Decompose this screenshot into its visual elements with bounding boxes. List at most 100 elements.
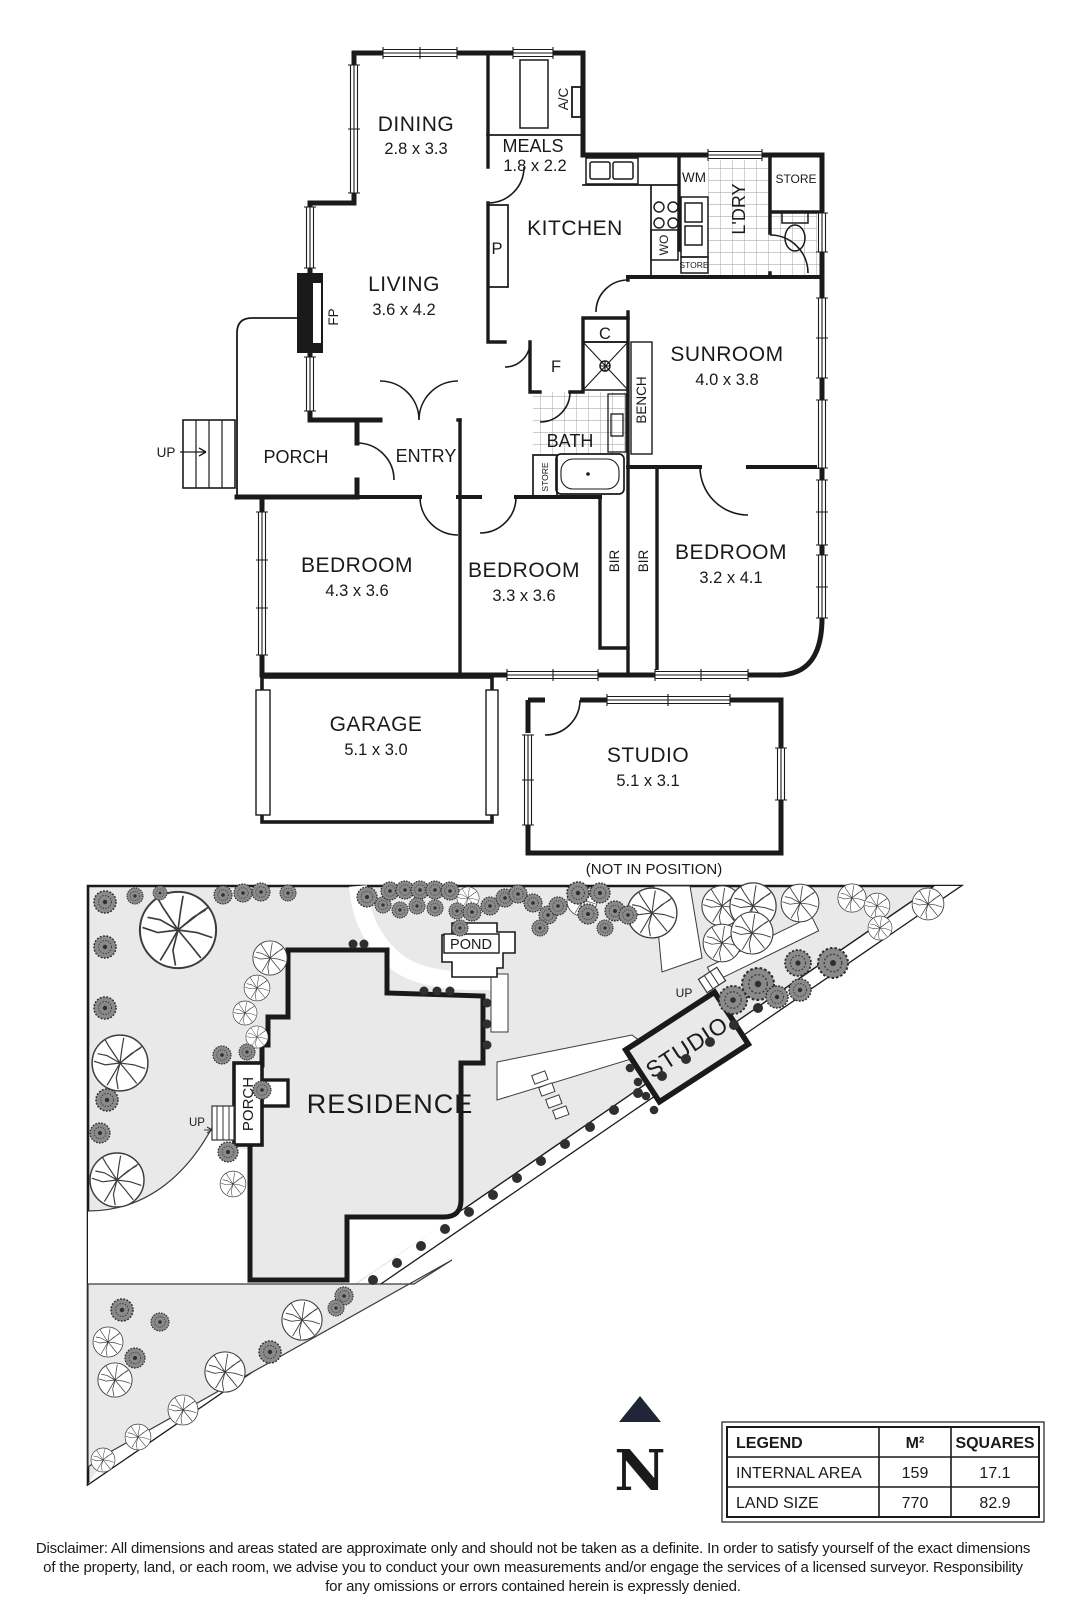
bench-unit [630, 341, 653, 455]
dim-label-bedroom1: 4.3 x 3.6 [325, 582, 388, 600]
garage-door-frame-left [255, 689, 271, 816]
bush-icon [817, 947, 849, 979]
room-label-bedroom3: BEDROOM [675, 541, 787, 564]
legend-row-land: LAND SIZE 770 82.9 [736, 1495, 1011, 1512]
bush-icon [577, 903, 599, 925]
label-bench: BENCH [634, 376, 649, 423]
dim-label-bedroom3: 3.2 x 4.1 [699, 569, 762, 587]
porch-outline [180, 317, 297, 497]
tree-icon [232, 1000, 258, 1026]
bush-icon [356, 886, 378, 908]
bath-tiles [533, 392, 628, 455]
label-closet: C [599, 325, 611, 343]
legend-header-title: LEGEND [736, 1435, 803, 1452]
sunroom-door [595, 279, 629, 313]
tree-icon [90, 1447, 116, 1473]
garage-outline [255, 675, 499, 824]
bush-icon [784, 949, 812, 977]
kitchen-sink-icon [585, 157, 639, 185]
bush-icon [426, 899, 444, 917]
label-store-laundry: STORE [679, 260, 708, 270]
bush-icon [251, 882, 271, 902]
ac-unit-icon [571, 86, 582, 118]
room-label-porch: PORCH [263, 447, 328, 467]
label-store-bath: STORE [540, 462, 550, 491]
legend-header-squares: SQUARES [955, 1435, 1034, 1452]
tree-icon [124, 1423, 152, 1451]
dim-label-dining: 2.8 x 3.3 [384, 140, 447, 158]
bath-vanity [607, 393, 627, 453]
ac-cupboard [519, 59, 549, 129]
legend-cell-label: LAND SIZE [736, 1495, 819, 1512]
room-label-bath: BATH [547, 431, 594, 451]
studio-dots [625, 1063, 659, 1115]
bush-icon [788, 978, 812, 1002]
note-not-in-position: (NOT IN POSITION) [586, 861, 722, 878]
room-label-living: LIVING [368, 273, 440, 296]
tree-icon [89, 1152, 145, 1208]
bush-icon [110, 1298, 134, 1322]
legend-cell-label: INTERNAL AREA [736, 1465, 862, 1482]
tiled-floors [533, 158, 822, 455]
bush-icon [150, 1312, 170, 1332]
dim-label-bedroom2: 3.3 x 3.6 [492, 587, 555, 605]
laundry-cabinet [680, 196, 709, 274]
label-up-site: UP [189, 1117, 205, 1129]
floor-plan: DINING 2.8 x 3.3 MEALS 1.8 x 2.2 KITCHEN… [157, 47, 828, 878]
room-label-dining: DINING [378, 113, 455, 136]
bush-icon [124, 1347, 146, 1369]
room-label-bedroom1: BEDROOM [301, 554, 413, 577]
bedroom-doors [419, 496, 517, 536]
dim-label-living: 3.6 x 4.2 [372, 301, 435, 319]
bush-icon [618, 905, 638, 925]
tree-icon [837, 883, 867, 913]
legend-cell-squares: 17.1 [979, 1465, 1010, 1482]
studio-door [544, 699, 581, 736]
label-up-porch: UP [157, 445, 176, 460]
tree-icon [243, 974, 271, 1002]
fireplace-icon [297, 273, 323, 353]
legend-header-m2: M² [906, 1435, 925, 1452]
legend-cell-m2: 770 [902, 1495, 929, 1512]
label-store-topright: STORE [775, 172, 816, 186]
legend-cell-squares: 82.9 [979, 1495, 1010, 1512]
bush-icon [258, 1340, 282, 1364]
shower-icon [582, 341, 629, 391]
bush-icon [448, 902, 466, 920]
studio-outline [522, 694, 787, 856]
bush-icon [596, 919, 614, 937]
residence-footprint: PORCH UP RESIDENCE [189, 939, 492, 1283]
disclaimer-line-3: for any omissions or errors contained he… [325, 1578, 741, 1595]
bathtub-icon [555, 453, 625, 495]
bush-icon [252, 1080, 272, 1100]
room-label-entry: ENTRY [396, 446, 457, 466]
bush-icon [93, 996, 117, 1020]
tree-icon [867, 915, 893, 941]
label-bir-1: BIR [607, 550, 622, 573]
bedroom3-door [699, 466, 749, 516]
tree-icon [281, 1299, 323, 1341]
studio-windows [522, 694, 787, 826]
bush-icon [589, 882, 611, 904]
dim-label-garage: 5.1 x 3.0 [344, 741, 407, 759]
double-doors-living [379, 380, 459, 421]
bush-icon [212, 1045, 232, 1065]
tree-icon [91, 1034, 149, 1092]
studio-site: STUDIO UP [621, 966, 753, 1115]
label-wo: WO [657, 235, 671, 256]
north-arrow: N [614, 1396, 666, 1504]
tree-icon [97, 1362, 133, 1398]
tree-icon [204, 1351, 246, 1393]
laundry-tiles [708, 158, 770, 277]
bush-icon [89, 1122, 111, 1144]
dim-label-studio: 5.1 x 3.1 [616, 772, 679, 790]
label-ac: A/C [556, 88, 571, 111]
garden-path [349, 885, 493, 991]
bush-icon [95, 1088, 119, 1112]
room-label-meals: MEALS [502, 136, 563, 156]
room-label-bedroom2: BEDROOM [468, 559, 580, 582]
door-meals-living [487, 166, 525, 204]
landscape-dots-walls [348, 939, 492, 1050]
bush-icon [126, 887, 144, 905]
